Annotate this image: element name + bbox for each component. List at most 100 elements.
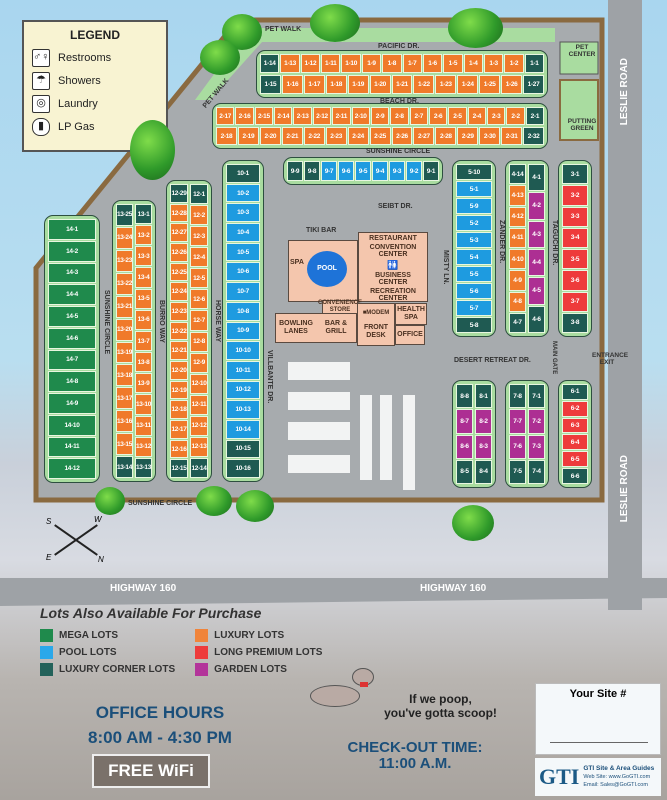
lot-10-7[interactable]: 10-7 [226,282,260,301]
lot-2-6[interactable]: 2-6 [428,107,448,125]
lot-14-7[interactable]: 14-7 [48,349,96,371]
lot-6-5[interactable]: 6-5 [562,451,588,468]
lot-12-2[interactable]: 12-2 [190,205,208,226]
lot-12-21[interactable]: 12-21 [170,341,188,361]
lot-14-12[interactable]: 14-12 [48,458,96,479]
lot-10-16[interactable]: 10-16 [226,459,260,478]
lot-5-10[interactable]: 5-10 [456,164,492,180]
lot-1-13[interactable]: 1-13 [280,54,300,73]
lot-2-25[interactable]: 2-25 [369,127,391,145]
lot-12-7[interactable]: 12-7 [190,310,208,331]
lot-10-1[interactable]: 10-1 [226,164,260,183]
lot-1-15[interactable]: 1-15 [260,75,281,94]
lot-5-4[interactable]: 5-4 [456,249,492,265]
lot-1-18[interactable]: 1-18 [325,75,347,94]
lot-13-20[interactable]: 13-20 [116,318,133,341]
lot-14-2[interactable]: 14-2 [48,240,96,262]
lot-1-17[interactable]: 1-17 [303,75,325,94]
lot-1-14[interactable]: 1-14 [260,54,280,73]
lot-10-5[interactable]: 10-5 [226,242,260,262]
lot-10-12[interactable]: 10-12 [226,380,260,400]
lot-3-3[interactable]: 3-3 [562,206,588,227]
lot-2-8[interactable]: 2-8 [390,107,409,125]
lot-9-9[interactable]: 9-9 [287,161,303,181]
lot-12-27[interactable]: 12-27 [170,223,188,243]
lot-2-14[interactable]: 2-14 [274,107,293,125]
lot-10-13[interactable]: 10-13 [226,400,260,419]
lot-12-12[interactable]: 12-12 [190,415,208,436]
lot-4-7[interactable]: 4-7 [509,312,526,333]
lot-9-1[interactable]: 9-1 [423,161,439,181]
lot-2-17[interactable]: 2-17 [216,107,235,125]
lot-10-2[interactable]: 10-2 [226,183,260,203]
lot-13-7[interactable]: 13-7 [135,330,152,352]
lot-2-31[interactable]: 2-31 [501,127,523,145]
lot-8-5[interactable]: 8-5 [456,459,473,484]
lot-7-4[interactable]: 7-4 [528,459,545,484]
lot-12-5[interactable]: 12-5 [190,268,208,289]
lot-13-9[interactable]: 13-9 [135,373,152,394]
lot-12-8[interactable]: 12-8 [190,331,208,352]
lot-14-5[interactable]: 14-5 [48,306,96,327]
lot-14-4[interactable]: 14-4 [48,284,96,305]
lot-2-19[interactable]: 2-19 [237,127,259,145]
lot-13-1[interactable]: 13-1 [135,204,152,225]
lot-8-6[interactable]: 8-6 [456,434,473,459]
lot-5-1[interactable]: 5-1 [456,181,492,197]
lot-12-20[interactable]: 12-20 [170,361,188,380]
lot-6-3[interactable]: 6-3 [562,417,588,434]
lot-7-1[interactable]: 7-1 [528,384,545,409]
lot-10-3[interactable]: 10-3 [226,203,260,223]
lot-13-12[interactable]: 13-12 [135,436,152,457]
lot-1-27[interactable]: 1-27 [523,75,544,94]
lot-13-16[interactable]: 13-16 [116,410,133,433]
lot-13-22[interactable]: 13-22 [116,272,133,295]
lot-13-24[interactable]: 13-24 [116,226,133,249]
lot-4-1[interactable]: 4-1 [528,164,545,192]
lot-1-16[interactable]: 1-16 [281,75,303,94]
lot-2-5[interactable]: 2-5 [448,107,467,125]
lot-13-17[interactable]: 13-17 [116,387,133,410]
lot-12-22[interactable]: 12-22 [170,321,188,341]
lot-12-18[interactable]: 12-18 [170,400,188,420]
lot-9-8[interactable]: 9-8 [304,161,320,181]
lot-5-2[interactable]: 5-2 [456,215,492,231]
lot-1-21[interactable]: 1-21 [391,75,413,94]
lot-13-13[interactable]: 13-13 [135,457,152,479]
lot-10-11[interactable]: 10-11 [226,360,260,380]
lot-8-3[interactable]: 8-3 [475,434,492,459]
lot-3-6[interactable]: 3-6 [562,270,588,291]
lot-12-13[interactable]: 12-13 [190,436,208,458]
lot-1-3[interactable]: 1-3 [483,54,504,73]
lot-10-14[interactable]: 10-14 [226,419,260,439]
lot-4-2[interactable]: 4-2 [528,192,545,220]
lot-6-1[interactable]: 6-1 [562,384,588,400]
lot-6-4[interactable]: 6-4 [562,434,588,451]
lot-5-8[interactable]: 5-8 [456,317,492,333]
lot-2-4[interactable]: 2-4 [467,107,487,125]
lot-13-2[interactable]: 13-2 [135,225,152,246]
lot-1-19[interactable]: 1-19 [347,75,369,94]
lot-12-10[interactable]: 12-10 [190,373,208,394]
lot-5-7[interactable]: 5-7 [456,300,492,316]
lot-13-18[interactable]: 13-18 [116,364,133,387]
lot-2-2[interactable]: 2-2 [506,107,525,125]
lot-1-26[interactable]: 1-26 [501,75,523,94]
lot-9-7[interactable]: 9-7 [321,161,337,181]
lot-13-5[interactable]: 13-5 [135,288,152,309]
lot-10-10[interactable]: 10-10 [226,341,260,360]
lot-2-16[interactable]: 2-16 [235,107,254,125]
lot-13-19[interactable]: 13-19 [116,341,133,364]
lot-3-5[interactable]: 3-5 [562,249,588,270]
lot-12-25[interactable]: 12-25 [170,262,188,282]
lot-8-1[interactable]: 8-1 [475,384,492,409]
lot-2-13[interactable]: 2-13 [293,107,312,125]
lot-2-21[interactable]: 2-21 [281,127,303,145]
lot-1-11[interactable]: 1-11 [321,54,341,73]
lot-2-10[interactable]: 2-10 [351,107,370,125]
lot-2-23[interactable]: 2-23 [325,127,347,145]
lot-8-8[interactable]: 8-8 [456,384,473,409]
lot-9-4[interactable]: 9-4 [372,161,388,181]
lot-2-27[interactable]: 2-27 [413,127,435,145]
lot-1-6[interactable]: 1-6 [422,54,443,73]
